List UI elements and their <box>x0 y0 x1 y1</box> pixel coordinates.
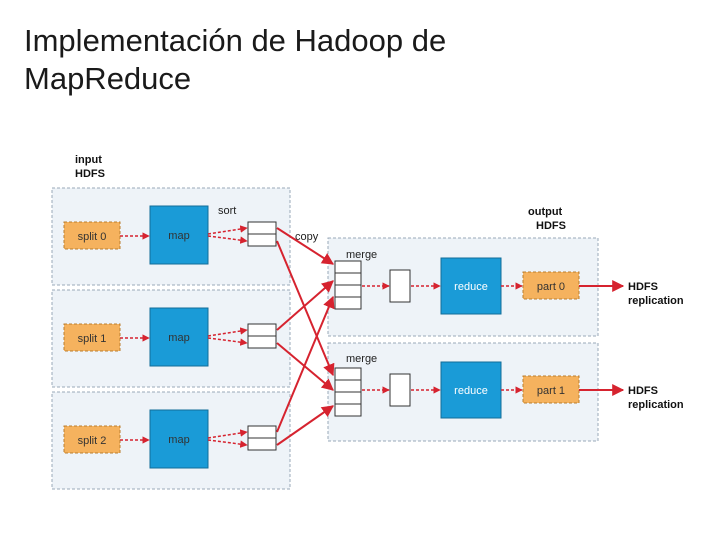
hdfs-replication-0-line1: HDFS <box>628 281 658 293</box>
arrow-map0-sort-b <box>207 235 248 244</box>
sort-buffer-0a <box>247 221 277 235</box>
part-0-box <box>522 271 580 300</box>
slide-title-line-1: Implementación de Hadoop de <box>24 23 447 58</box>
slide-title-line-2: MapReduce <box>24 61 192 96</box>
merge-stack-1b <box>334 379 362 393</box>
map-2-label: map <box>168 434 189 446</box>
sort-buffer-2b <box>247 437 277 451</box>
arrow-map2-sort-b <box>207 439 248 448</box>
part-0-label: part 0 <box>537 281 565 293</box>
reduce-1-label: reduce <box>454 385 488 397</box>
slide-title: Implementación de Hadoop de MapReduce <box>24 22 704 98</box>
merge-stack-1d <box>334 403 362 417</box>
copy-arrow-2-1 <box>276 405 334 446</box>
map-0-box <box>149 205 209 265</box>
input-label-1: input <box>75 154 102 166</box>
copy-arrow-1-0 <box>276 280 334 331</box>
copy-arrow-2-0 <box>276 295 335 433</box>
part-1-box <box>522 375 580 404</box>
merge-stack-1a <box>334 367 362 381</box>
merge-stack-0b <box>334 272 362 286</box>
copy-arrow-0-0 <box>276 227 335 265</box>
reduce-0-box <box>440 257 502 315</box>
output-label-1: output <box>528 206 563 218</box>
hdfs-replication-1-line2: replication <box>628 399 684 411</box>
merged-file-0 <box>389 269 411 303</box>
sort-buffer-1a <box>247 323 277 337</box>
sort-buffer-1b <box>247 335 277 349</box>
split-2-label: split 2 <box>78 435 107 447</box>
arrow-map0-sort-a <box>207 225 248 235</box>
map-1-box <box>149 307 209 367</box>
copy-arrow-0-1 <box>276 240 335 377</box>
hdfs-replication-1-line1: HDFS <box>628 385 658 397</box>
split-0-label: split 0 <box>78 231 107 243</box>
part-1-label: part 1 <box>537 385 565 397</box>
reduce-0-label: reduce <box>454 281 488 293</box>
sort-buffer-2a <box>247 425 277 439</box>
sort-buffer-0b <box>247 233 277 247</box>
merge-stack-1c <box>334 391 362 405</box>
hdfs-replication-0-line2: replication <box>628 295 684 307</box>
merge-stack-0c <box>334 284 362 298</box>
map-2-box <box>149 409 209 469</box>
merge-label-0: merge <box>346 249 377 261</box>
output-label-2: HDFS <box>536 220 566 232</box>
merged-file-1 <box>389 373 411 407</box>
split-1-label: split 1 <box>78 333 107 345</box>
map-0-label: map <box>168 230 189 242</box>
input-label-2: HDFS <box>75 168 105 180</box>
split-1-box <box>63 323 121 352</box>
map-1-label: map <box>168 332 189 344</box>
sort-label: sort <box>218 205 236 217</box>
split-0-box <box>63 221 121 250</box>
split-2-box <box>63 425 121 454</box>
reduce-1-box <box>440 361 502 419</box>
merge-stack-0a <box>334 260 362 274</box>
merge-stack-0d <box>334 296 362 310</box>
merge-label-1: merge <box>346 353 377 365</box>
arrow-map1-sort-b <box>207 337 248 346</box>
arrow-map2-sort-a <box>207 429 248 439</box>
copy-label: copy <box>295 231 319 243</box>
arrow-map1-sort-a <box>207 327 248 337</box>
